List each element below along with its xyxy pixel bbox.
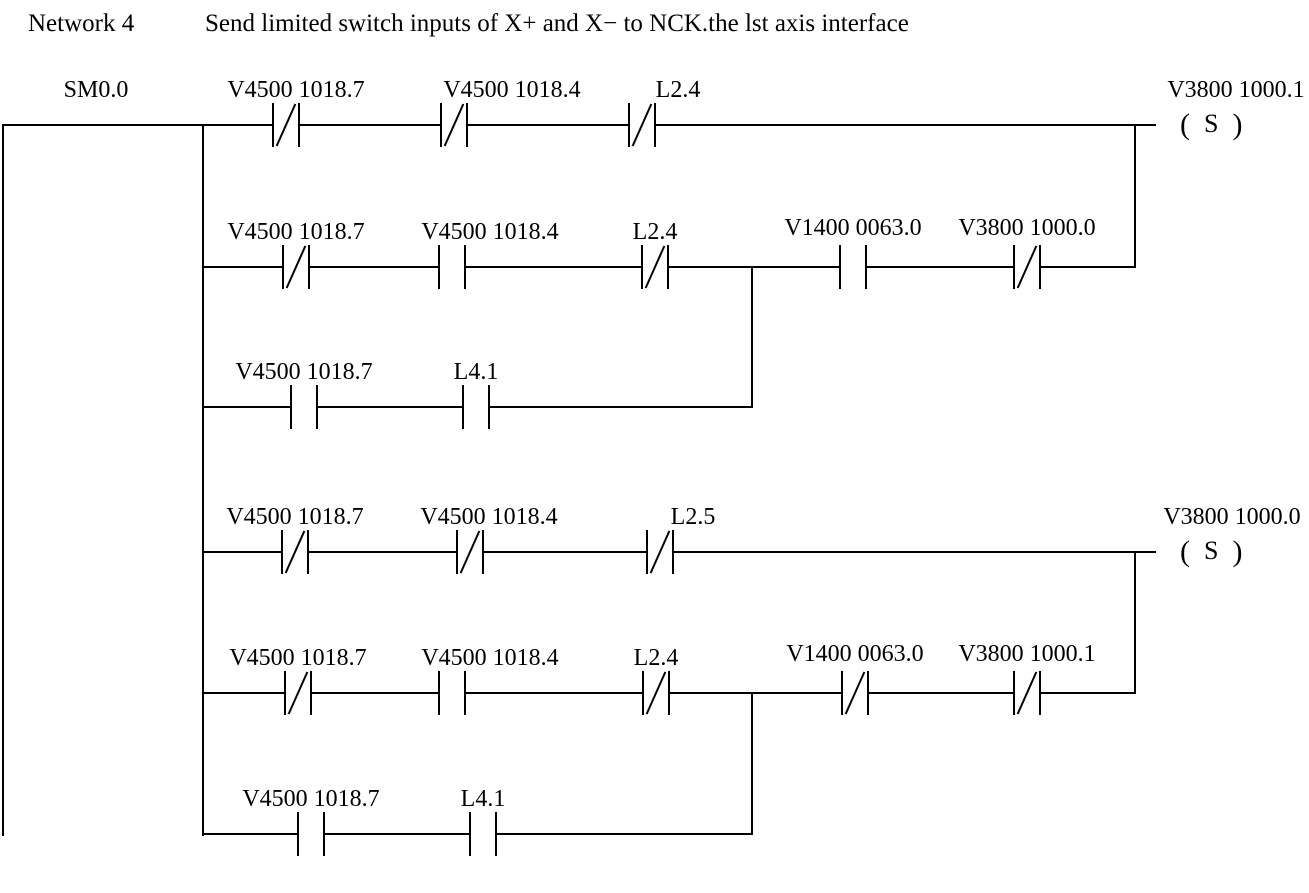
contact-no-r6-0[interactable] — [297, 812, 325, 856]
contact-label-r2-2: L2.4 — [632, 219, 678, 245]
coil-letter-s: S — [1204, 109, 1219, 138]
contact-label-sm0-0: SM0.0 — [63, 77, 129, 103]
rung-4-wire-d — [674, 551, 1156, 553]
contact-nc-r2-2[interactable] — [641, 245, 669, 289]
left-power-rail — [2, 124, 4, 836]
contact-nc-r5-4[interactable] — [1013, 671, 1041, 715]
contact-nc-r1-1[interactable] — [272, 103, 300, 147]
contact-no-r6-1[interactable] — [469, 812, 497, 856]
contact-label-r5-3: V1400 0063.0 — [786, 641, 924, 667]
coil-open-paren: ( — [1180, 535, 1190, 568]
contact-nc-r4-2[interactable] — [646, 530, 674, 574]
coil-label-r4: V3800 1000.0 — [1163, 504, 1301, 530]
rung-4-wire-b — [309, 551, 456, 553]
contact-nc-r5-3[interactable] — [841, 671, 869, 715]
contact-label-r1-v4500-1018-4: V4500 1018.4 — [443, 77, 581, 103]
contact-label-r3-0: V4500 1018.7 — [235, 359, 373, 385]
rung-1-wire-d — [656, 124, 1156, 126]
contact-label-r5-1: V4500 1018.4 — [421, 645, 559, 671]
contact-nc-r2-4[interactable] — [1013, 245, 1041, 289]
rung-1-wire-b — [300, 124, 440, 126]
contact-no-r2-3[interactable] — [839, 245, 867, 289]
coil-close-paren: ) — [1232, 108, 1243, 141]
contact-label-r5-0: V4500 1018.7 — [229, 645, 367, 671]
contact-no-r3-1[interactable] — [462, 385, 490, 429]
network-title: Send limited switch inputs of X+ and X− … — [205, 10, 909, 37]
network-label: Network 4 — [28, 10, 135, 37]
contact-label-r4-0: V4500 1018.7 — [226, 504, 364, 530]
rung-3-wire-c — [490, 406, 753, 408]
rung-5-wire-e — [869, 692, 1013, 694]
contact-nc-r4-0[interactable] — [281, 530, 309, 574]
rung-5-wire-f — [1041, 692, 1136, 694]
rung-6-wire-c — [497, 833, 753, 835]
contact-no-r3-0[interactable] — [290, 385, 318, 429]
rung-1-wire-c — [468, 124, 628, 126]
rung-6-wire-b — [325, 833, 469, 835]
coil-open-paren: ( — [1180, 108, 1190, 141]
contact-nc-r1-3[interactable] — [628, 103, 656, 147]
rung-4-5-right-junction — [1134, 551, 1136, 694]
rung-2-wire-d — [669, 266, 839, 268]
rung-2-3-junction — [751, 266, 753, 408]
contact-label-r4-2: L2.5 — [670, 504, 716, 530]
rung-4-wire-c — [484, 551, 646, 553]
branch-bus-vertical — [202, 124, 204, 836]
coil-set-r4[interactable]: ( S) — [1180, 537, 1242, 567]
rung-2-wire-e — [867, 266, 1013, 268]
coil-label-r1: V3800 1000.1 — [1167, 77, 1305, 103]
rung-3-wire-b — [318, 406, 462, 408]
contact-label-r5-2: L2.4 — [633, 645, 679, 671]
rung-5-wire-b — [312, 692, 438, 694]
contact-label-r2-4: V3800 1000.0 — [958, 215, 1096, 241]
rung-2-wire-b — [310, 266, 438, 268]
rung-2-wire-f — [1041, 266, 1136, 268]
contact-label-r6-1: L4.1 — [460, 786, 506, 812]
rung-1-2-right-junction — [1134, 124, 1136, 268]
contact-label-r4-1: V4500 1018.4 — [420, 504, 558, 530]
coil-close-paren: ) — [1232, 535, 1243, 568]
coil-letter-s: S — [1204, 536, 1219, 565]
contact-no-r2-1[interactable] — [438, 245, 466, 289]
rung-2-wire-a — [202, 266, 282, 268]
contact-nc-r5-2[interactable] — [642, 671, 670, 715]
rung-3-wire-a — [202, 406, 290, 408]
contact-nc-r5-0[interactable] — [284, 671, 312, 715]
contact-label-r3-1: L4.1 — [453, 359, 499, 385]
contact-nc-r4-1[interactable] — [456, 530, 484, 574]
contact-nc-r1-2[interactable] — [440, 103, 468, 147]
contact-label-r2-1: V4500 1018.4 — [421, 219, 559, 245]
contact-label-r1-l2-4: L2.4 — [655, 77, 701, 103]
rung-5-wire-d — [670, 692, 842, 694]
rung-4-wire-a — [202, 551, 281, 553]
contact-label-r1-v4500-1018-7: V4500 1018.7 — [227, 77, 365, 103]
rung-5-wire-c — [466, 692, 642, 694]
contact-no-r5-1[interactable] — [438, 671, 466, 715]
rung-5-wire-a — [202, 692, 284, 694]
contact-label-r2-0: V4500 1018.7 — [227, 219, 365, 245]
coil-set-r1[interactable]: ( S) — [1180, 110, 1242, 140]
contact-label-r6-0: V4500 1018.7 — [242, 786, 380, 812]
rung-1-wire-a — [2, 124, 272, 126]
rung-5-6-junction — [751, 692, 753, 835]
contact-nc-r2-0[interactable] — [282, 245, 310, 289]
contact-label-r5-4: V3800 1000.1 — [958, 641, 1096, 667]
rung-6-wire-a — [202, 833, 297, 835]
contact-label-r2-3: V1400 0063.0 — [784, 215, 922, 241]
rung-2-wire-c — [466, 266, 641, 268]
